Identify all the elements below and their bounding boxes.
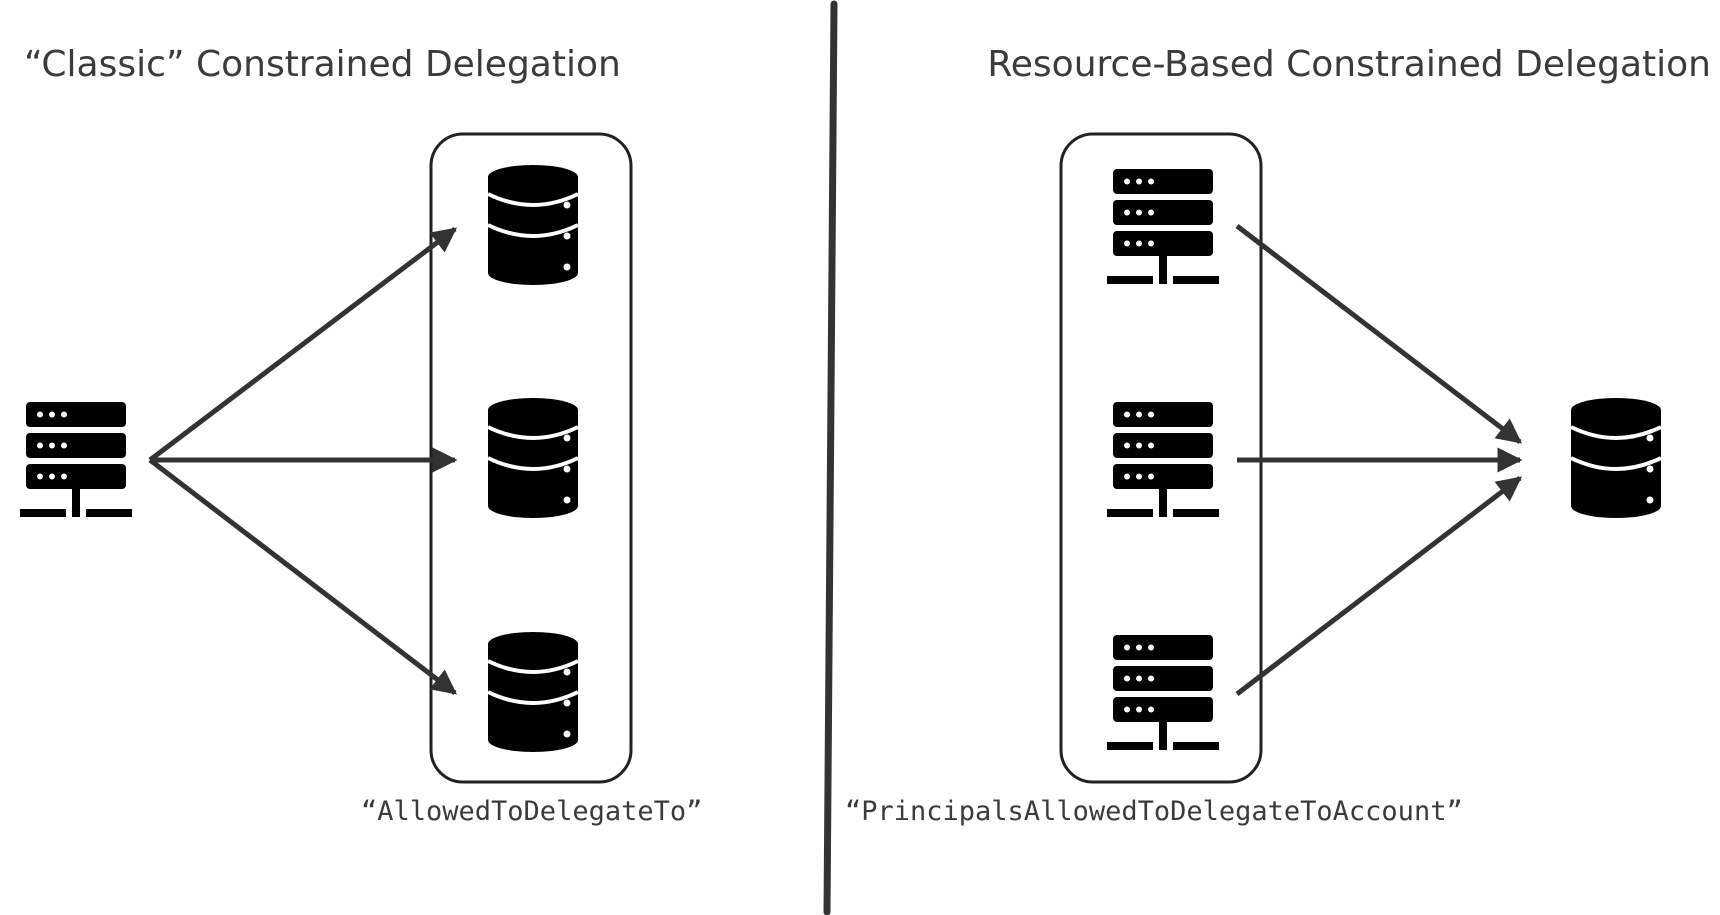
allowed-to-delegate-to-label: “AllowedToDelegateTo” xyxy=(361,796,703,827)
principal-server-icon-2 xyxy=(1107,402,1219,517)
principals-allowed-label: “PrincipalsAllowedToDelegateToAccount” xyxy=(845,796,1463,827)
arrow-to-service-3 xyxy=(148,458,457,695)
right-panel-title: Resource-Based Constrained Delegation xyxy=(987,44,1711,85)
arrow-from-principal-3 xyxy=(1235,476,1522,696)
resource-database-icon xyxy=(1570,398,1662,518)
left-panel-title: “Classic” Constrained Delegation xyxy=(24,44,621,85)
principal-server-icon-3 xyxy=(1107,635,1219,750)
target-database-icon-1 xyxy=(487,165,579,285)
icon-layer xyxy=(20,165,1662,752)
arrow-to-service-1 xyxy=(148,227,457,462)
arrow-from-principal-1 xyxy=(1235,224,1522,444)
target-database-icon-3 xyxy=(487,632,579,752)
source-server-icon xyxy=(20,402,132,517)
principal-server-icon-1 xyxy=(1107,169,1219,284)
center-divider xyxy=(823,0,838,915)
target-database-icon-2 xyxy=(487,398,579,518)
